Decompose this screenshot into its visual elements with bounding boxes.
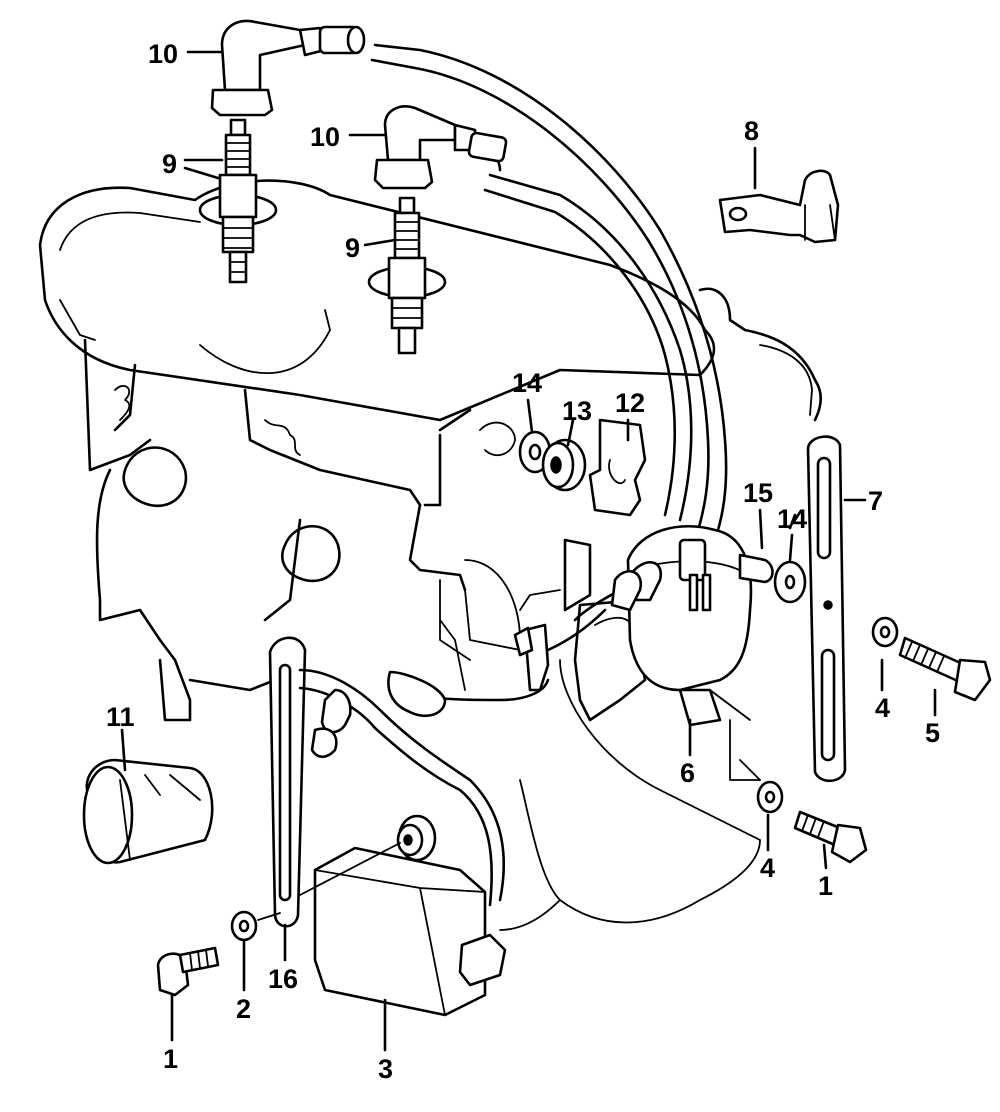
callout-9-lower: 9 bbox=[345, 233, 360, 263]
callout-14-upper: 14 bbox=[512, 368, 542, 398]
bolt-and-washer-lower-right bbox=[756, 780, 868, 864]
spark-plug-wires bbox=[370, 43, 728, 542]
callout-4-right: 4 bbox=[875, 693, 890, 723]
ignition-module bbox=[573, 524, 761, 781]
callout-15: 15 bbox=[743, 478, 773, 508]
spacer-and-washer bbox=[738, 553, 807, 604]
callout-16: 16 bbox=[268, 964, 298, 994]
callout-9-upper: 9 bbox=[162, 149, 177, 179]
leader-lines bbox=[120, 50, 937, 1052]
callout-1-left: 1 bbox=[163, 1044, 178, 1074]
bolt-and-washer-lower-left bbox=[156, 910, 281, 997]
callout-5: 5 bbox=[925, 718, 940, 748]
engine-block bbox=[38, 179, 823, 931]
wire-clamp bbox=[718, 169, 840, 244]
callout-14-right: 14 bbox=[777, 504, 807, 534]
protective-cap bbox=[82, 758, 214, 865]
spark-plug-boot-upper bbox=[210, 19, 366, 117]
callout-2: 2 bbox=[236, 994, 251, 1024]
spark-plug-boot-lower bbox=[373, 105, 508, 190]
callout-4-lower: 4 bbox=[760, 853, 775, 883]
callout-10-lower: 10 bbox=[310, 122, 340, 152]
callout-6: 6 bbox=[680, 758, 695, 788]
callout-12: 12 bbox=[615, 388, 645, 418]
callout-8: 8 bbox=[744, 116, 759, 146]
callout-13: 13 bbox=[562, 396, 592, 426]
callout-10-upper: 10 bbox=[148, 39, 178, 69]
mounting-strap bbox=[806, 435, 847, 783]
callout-1-right: 1 bbox=[818, 871, 833, 901]
callout-11: 11 bbox=[106, 702, 135, 732]
bushing-assembly bbox=[479, 418, 647, 612]
callout-3: 3 bbox=[378, 1054, 393, 1084]
ignition-coil bbox=[299, 814, 507, 1017]
spark-plug-upper bbox=[198, 118, 278, 284]
callout-7: 7 bbox=[868, 486, 883, 516]
bolt-and-washer-right bbox=[871, 616, 992, 702]
callout-labels: 10 10 9 9 8 14 13 12 15 14 7 4 5 6 11 4 … bbox=[106, 39, 940, 1084]
spark-plug-lower bbox=[367, 196, 447, 355]
coil-harness bbox=[268, 608, 607, 928]
